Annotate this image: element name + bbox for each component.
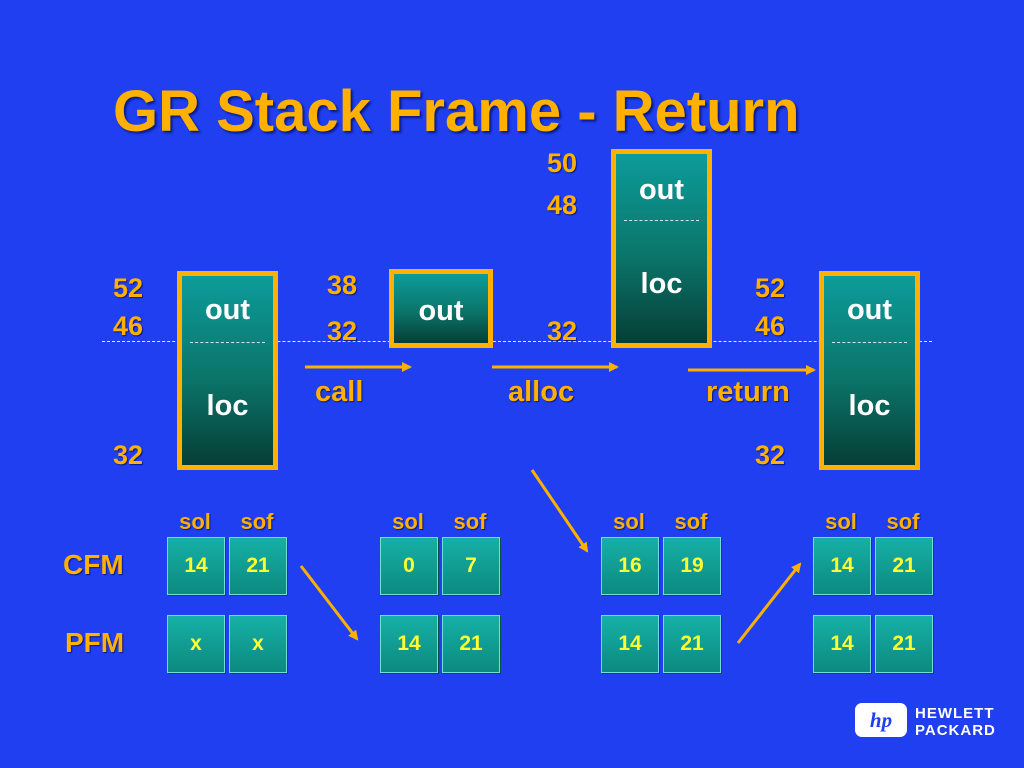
col-header-sof: sof: [886, 509, 920, 534]
col-header-sol: sol: [392, 509, 424, 534]
col-header-sof: sof: [240, 509, 274, 534]
frame4-loc: loc: [848, 390, 891, 422]
frame3-label-top: 50: [547, 148, 578, 178]
frame3-out: out: [638, 174, 685, 206]
hp-wordmark-line1: HEWLETT: [915, 705, 995, 722]
frame3-label-bottom: 32: [547, 316, 578, 346]
cfm-label: CFM: [63, 549, 124, 580]
col-header-sol: sol: [179, 509, 211, 534]
pfm-sol-box: 14: [601, 615, 659, 673]
op-alloc-label: alloc: [508, 376, 575, 408]
cfm-sol-box: 16: [601, 537, 659, 595]
frame1-out: out: [204, 294, 251, 326]
frame1-loc: loc: [206, 390, 249, 422]
hp-wordmark-line2: PACKARD: [915, 722, 996, 739]
frame2-out: out: [418, 295, 464, 327]
frame1-divider: [190, 342, 265, 343]
cfm-sol-box: 14: [813, 537, 871, 595]
frame4-label-top: 52: [755, 273, 786, 303]
frame4-out: out: [846, 294, 893, 326]
cfm-sol-box: 14: [167, 537, 225, 595]
frame3-loc: loc: [640, 268, 683, 300]
hp-logo-mark: hp: [869, 707, 893, 732]
frame2-label-bottom: 32: [327, 316, 358, 346]
pfm-sof-box: 21: [663, 615, 721, 673]
cfm-sof-box: 7: [442, 537, 500, 595]
op-return-label: return: [706, 376, 790, 408]
col-header-sol: sol: [825, 509, 857, 534]
op-call-label: call: [315, 376, 364, 408]
hp-logo-icon: hp: [855, 703, 907, 737]
return-restore-arrow: [736, 562, 802, 644]
col-header-sof: sof: [453, 509, 487, 534]
frame1-register-stack: out loc: [177, 271, 278, 470]
cfm-sof-box: 21: [875, 537, 933, 595]
pfm-sof-box: 21: [442, 615, 500, 673]
frame3-label-mid: 48: [547, 190, 578, 220]
frame3-divider: [624, 220, 699, 221]
frame1-label-top: 52: [113, 273, 144, 303]
col-header-sol: sol: [613, 509, 645, 534]
hp-wordmark: HEWLETT PACKARD: [915, 705, 996, 739]
frame4-register-stack: out loc: [819, 271, 920, 470]
pfm-sol-box: 14: [380, 615, 438, 673]
frame4-label-mid: 46: [755, 311, 786, 341]
frame4-label-bottom: 32: [755, 440, 786, 470]
pfm-sof-box: x: [229, 615, 287, 673]
frame3-register-stack: out loc: [611, 149, 712, 348]
frame1-label-bottom: 32: [113, 440, 144, 470]
pfm-sol-box: 14: [813, 615, 871, 673]
cfm-sol-box: 0: [380, 537, 438, 595]
cfm-sof-box: 21: [229, 537, 287, 595]
pfm-sol-box: x: [167, 615, 225, 673]
cfm-sof-box: 19: [663, 537, 721, 595]
pfm-label: PFM: [65, 627, 125, 658]
frame2-register-stack: out: [389, 269, 493, 348]
frame4-divider: [832, 342, 907, 343]
baseline-dashed-line: [102, 341, 932, 342]
slide-title: GR Stack Frame - Return: [113, 79, 800, 144]
col-header-sof: sof: [674, 509, 708, 534]
pfm-sof-box: 21: [875, 615, 933, 673]
frame2-label-top: 38: [327, 270, 358, 300]
call-save-arrow: [299, 565, 359, 641]
frame1-label-mid: 46: [113, 311, 144, 341]
alloc-cfm-arrow: [530, 469, 589, 553]
